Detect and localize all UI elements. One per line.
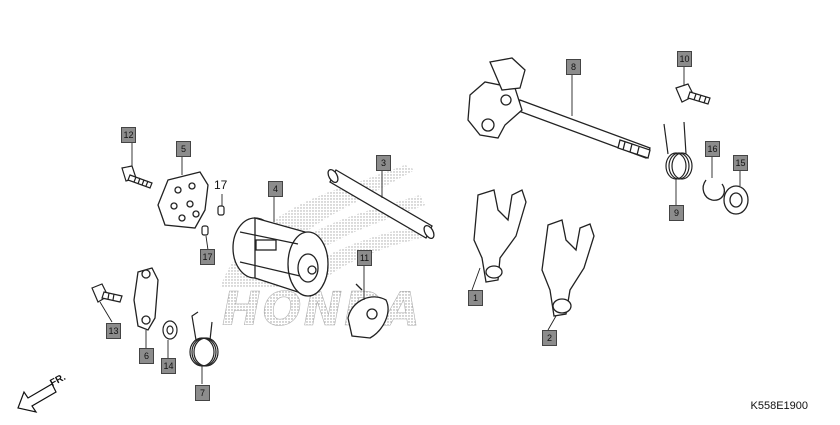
diagram-code: K558E1900 [750, 400, 809, 412]
stopper-spring [189, 311, 219, 367]
front-direction-arrow [17, 383, 57, 413]
shift-fork-1 [473, 189, 527, 283]
washer-15 [723, 185, 749, 215]
callout-16: 16 [705, 141, 720, 157]
callout-5: 5 [176, 141, 191, 157]
shift-drum-center [157, 171, 209, 229]
shift-fork-2 [541, 219, 595, 317]
callout-15: 15 [733, 155, 748, 171]
drum-stopper-plate [347, 283, 389, 339]
stopper-arm [133, 267, 159, 331]
callout-2: 2 [542, 330, 557, 346]
callout-6: 6 [139, 348, 154, 364]
callout-7: 7 [195, 385, 210, 401]
spindle-spring [663, 121, 693, 180]
callout-3: 3 [376, 155, 391, 171]
callout-1: 1 [468, 290, 483, 306]
callout-13: 13 [106, 323, 121, 339]
bolt-12 [121, 165, 153, 189]
callout-17: 17 [200, 249, 215, 265]
callout-8: 8 [566, 59, 581, 75]
bolt-10 [675, 83, 711, 105]
svg-text:HONDA: HONDA [222, 282, 422, 336]
leader-lines [99, 64, 741, 384]
shift-fork-shaft [327, 168, 435, 240]
callout-12: 12 [121, 127, 136, 143]
snap-ring [702, 179, 726, 201]
callout-4: 4 [268, 181, 283, 197]
label-17-plain: 17 [214, 178, 228, 192]
gearshift-drum [232, 217, 329, 297]
callout-10: 10 [677, 51, 692, 67]
bolt-13 [91, 283, 123, 303]
honda-logo-watermark: HONDA [222, 282, 422, 337]
callout-14: 14 [161, 358, 176, 374]
dowel-pins [201, 205, 225, 236]
gearshift-spindle [467, 57, 651, 159]
washer-14 [162, 320, 178, 340]
callout-11: 11 [357, 250, 372, 266]
callout-9: 9 [669, 205, 684, 221]
